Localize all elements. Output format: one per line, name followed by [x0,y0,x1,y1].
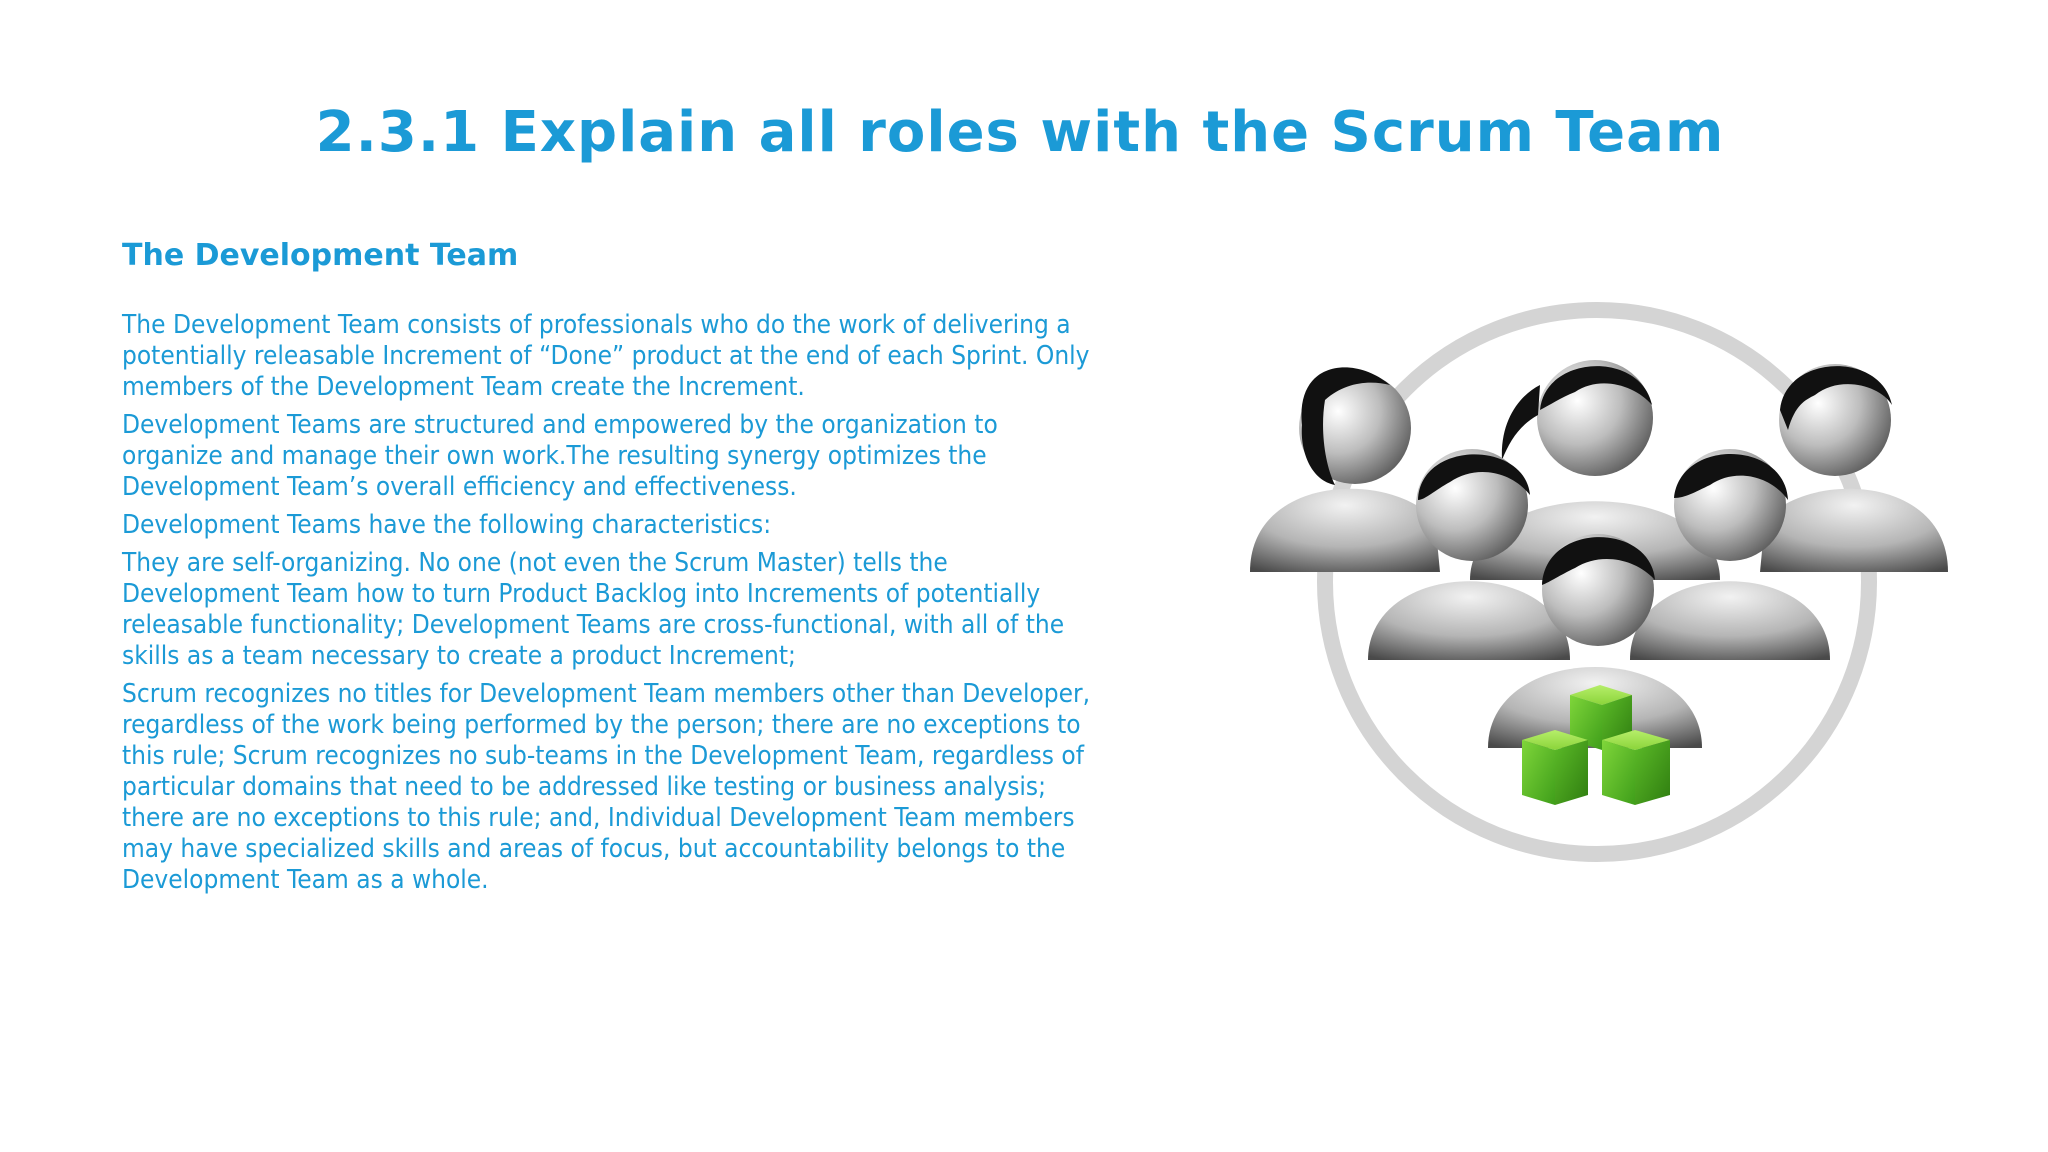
paragraph-4: They are self-organizing. No one (not ev… [122,548,1065,671]
body-text: The Development Team consists of profess… [122,310,1103,903]
team-people-icon [1240,300,1960,880]
paragraph-3: Development Teams have the following cha… [122,510,772,540]
ring-shape [1317,302,1877,862]
paragraph-1: The Development Team consists of profess… [122,310,1090,402]
slide-title: 2.3.1 Explain all roles with the Scrum T… [315,100,1725,165]
paragraph-5: Scrum recognizes no titles for Developme… [122,679,1091,895]
paragraph-2: Development Teams are structured and emp… [122,410,998,502]
section-heading: The Development Team [122,238,519,273]
person-right-back [1760,364,1948,572]
person-right-middle [1630,449,1830,660]
cubes-icon [1522,685,1670,805]
person-left-back [1250,367,1440,572]
person-left-middle [1368,449,1570,660]
